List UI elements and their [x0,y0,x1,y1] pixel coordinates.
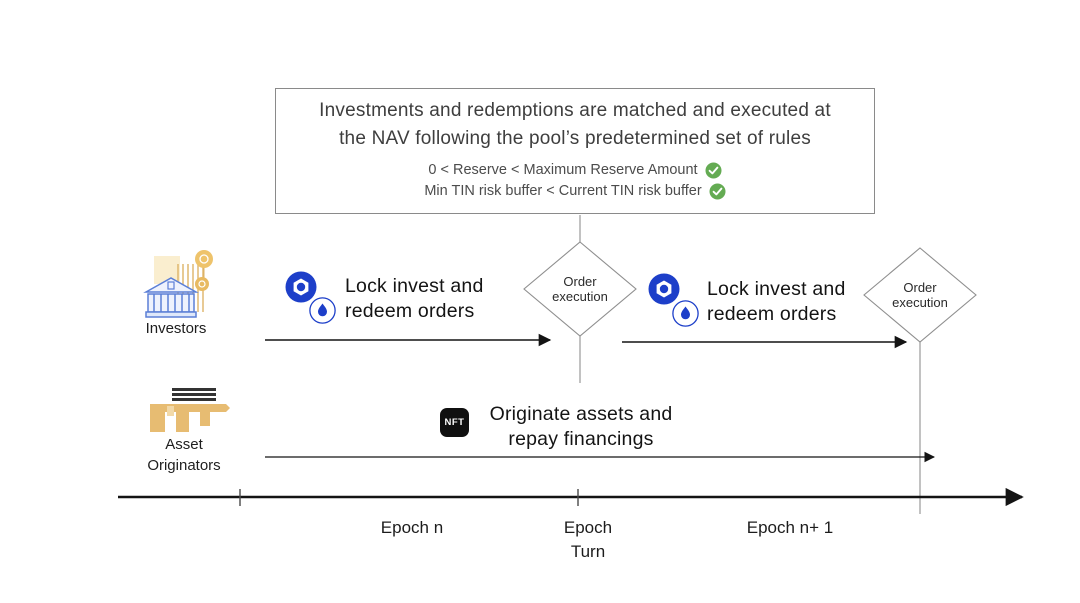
asset-originators-icon [150,388,230,432]
epoch-n-label: Epoch n [380,518,444,537]
epoch-turn-label: Epoch Turn [563,518,613,561]
rules-box: Investments and redemptions are matched … [275,88,875,214]
rules-title-line1: Investments and redemptions are matched … [319,100,831,121]
asset-originators-label: Asset Originators [147,436,221,474]
condition-row-2: Min TIN risk buffer < Current TIN risk b… [276,181,874,202]
drop-icon [309,297,336,324]
condition-1-text: 0 < Reserve < Maximum Reserve Amount [428,162,698,178]
drop-icon [672,300,699,327]
nft-icon: NFT [440,408,469,437]
lock-orders-text-1: Lock invest and redeem orders [345,275,484,322]
investors-bank-icon [143,250,213,318]
check-circle-icon [705,162,722,179]
centrifuge-icon [285,271,317,303]
lock-orders-text-2: Lock invest and redeem orders [707,278,846,325]
originate-text: Originate assets and repay financings [489,403,673,450]
rules-title: Investments and redemptions are matched … [276,97,874,153]
check-circle-icon [709,183,726,200]
rules-conditions: 0 < Reserve < Maximum Reserve Amount Min… [276,160,874,202]
order-execution-diamond-1 [523,241,637,337]
epoch-n1-label: Epoch n+ 1 [746,518,834,537]
order-execution-label-1: Order execution [552,274,608,304]
order-execution-diamond-2 [863,247,977,343]
investors-label: Investors [145,320,207,337]
order-execution-label-2: Order execution [892,280,948,310]
centrifuge-icon [648,273,680,305]
rules-title-line2: the NAV following the pool’s predetermin… [339,128,811,149]
condition-row-1: 0 < Reserve < Maximum Reserve Amount [276,160,874,181]
condition-2-text: Min TIN risk buffer < Current TIN risk b… [424,183,702,199]
